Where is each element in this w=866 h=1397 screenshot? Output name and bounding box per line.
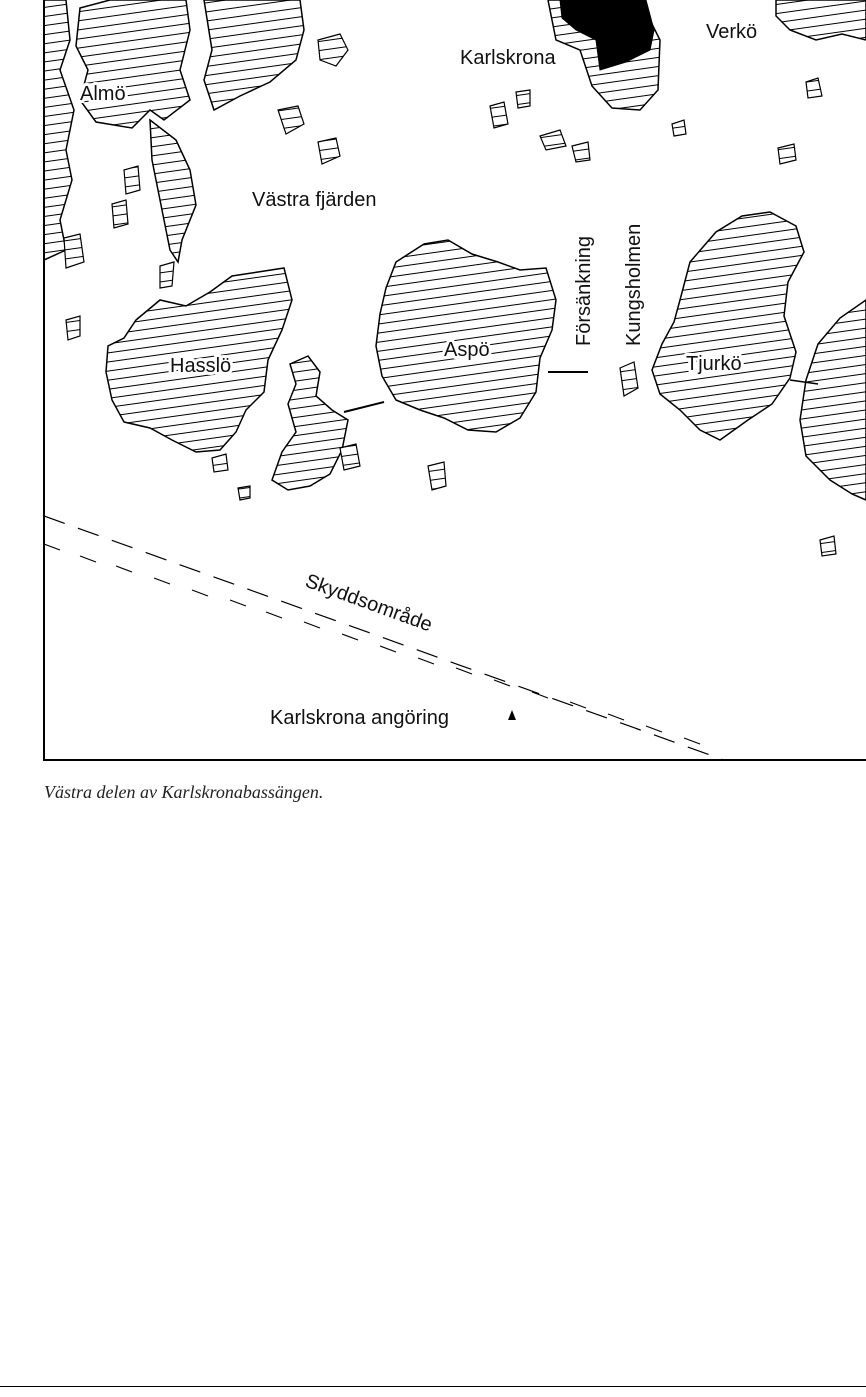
label-vastra-fjarden: Västra fjärden	[252, 189, 377, 211]
almo-island	[75, 0, 191, 129]
tjurko-island	[651, 211, 805, 441]
land-layer: Almö Karlskrona Verkö Västra fjärden För…	[44, 0, 866, 760]
label-hasslo: Hasslö	[170, 355, 231, 377]
karlskrona-town	[559, 0, 655, 71]
map-caption: Västra delen av Karlskronabassängen.	[44, 782, 324, 802]
hasslo-island	[105, 267, 293, 453]
buoy-icon	[508, 710, 516, 720]
north-middle-land	[203, 0, 305, 112]
west-coast-land	[44, 0, 75, 261]
page-bottom-rule	[0, 1386, 866, 1387]
label-kungsholmen: Kungsholmen	[623, 224, 645, 346]
protected-area-boundary	[44, 515, 725, 760]
small-islets	[63, 77, 837, 557]
label-almo: Almö	[80, 83, 126, 105]
cable-hasslo-aspo	[343, 401, 385, 413]
map-frame	[43, 0, 866, 761]
small-north-islet	[317, 33, 349, 67]
label-skyddsomrade: Skyddsområde	[302, 570, 435, 636]
label-verko: Verkö	[706, 21, 757, 43]
label-aspo: Aspö	[444, 339, 490, 361]
label-karlskrona-angoring: Karlskrona angöring	[270, 707, 449, 729]
karlskrona-map: Almö Karlskrona Verkö Västra fjärden För…	[43, 0, 866, 761]
label-tjurko: Tjurkö	[686, 353, 742, 375]
south-islands	[271, 355, 349, 491]
verko-land	[775, 0, 866, 41]
aspo-island	[375, 239, 557, 433]
north-peninsula	[149, 118, 197, 264]
label-forsankning: Försänkning	[573, 236, 595, 346]
label-karlskrona: Karlskrona	[460, 47, 556, 69]
east-land	[799, 299, 866, 501]
channel-tjurko-east	[789, 379, 819, 385]
